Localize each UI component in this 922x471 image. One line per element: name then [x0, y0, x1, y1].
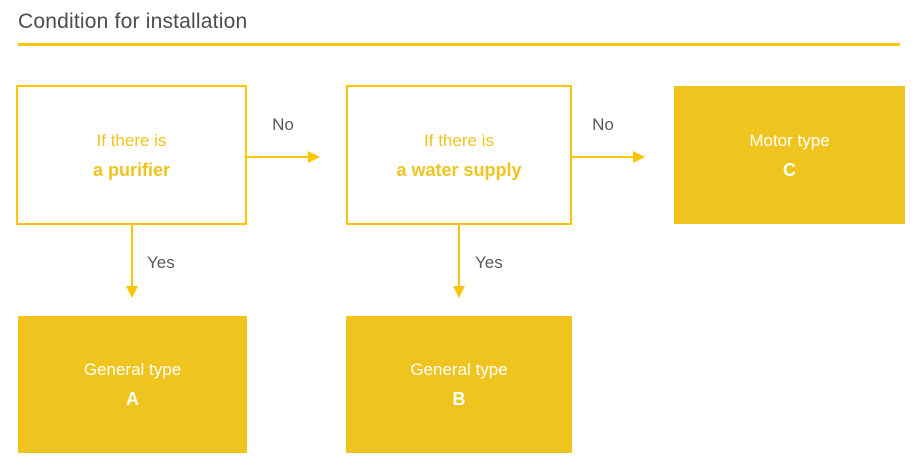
result-motor-c-line1: Motor type [749, 130, 830, 150]
result-general-b-line1: General type [410, 360, 508, 379]
arrow-down-icon [126, 286, 138, 298]
result-box-general-type-a: General type A [18, 316, 247, 453]
edge-label-yes-purifier: Yes [147, 253, 175, 272]
page-title: Condition for installation [18, 10, 248, 33]
arrow-no-water-supply-line [572, 156, 633, 158]
arrow-no-purifier-line [247, 156, 308, 158]
decision-box-water-supply: If there is a water supply [346, 85, 572, 225]
arrow-right-icon [308, 151, 320, 163]
edge-label-yes-water-supply: Yes [475, 253, 503, 272]
arrow-yes-water-supply-line [458, 225, 460, 286]
decision-purifier-line2: a purifier [92, 159, 171, 180]
arrow-yes-purifier-line [131, 225, 133, 286]
result-general-a-line2: A [126, 389, 139, 409]
decision-box-purifier: If there is a purifier [16, 85, 247, 225]
arrow-down-icon [453, 286, 465, 298]
decision-water-supply-line1: If there is [424, 130, 494, 150]
result-general-a-line1: General type [83, 360, 182, 379]
title-underline [18, 43, 900, 46]
result-box-general-type-b: General type B [346, 316, 572, 453]
decision-purifier-line1: If there is [96, 130, 167, 150]
result-general-b-line2: B [452, 389, 466, 409]
edge-label-no-purifier: No [272, 115, 294, 134]
result-box-motor-type-c: Motor type C [674, 86, 905, 224]
edge-label-no-water-supply: No [592, 115, 614, 134]
arrow-right-icon [633, 151, 645, 163]
decision-water-supply-line2: a water supply [396, 159, 522, 180]
result-motor-c-line2: C [783, 159, 796, 180]
